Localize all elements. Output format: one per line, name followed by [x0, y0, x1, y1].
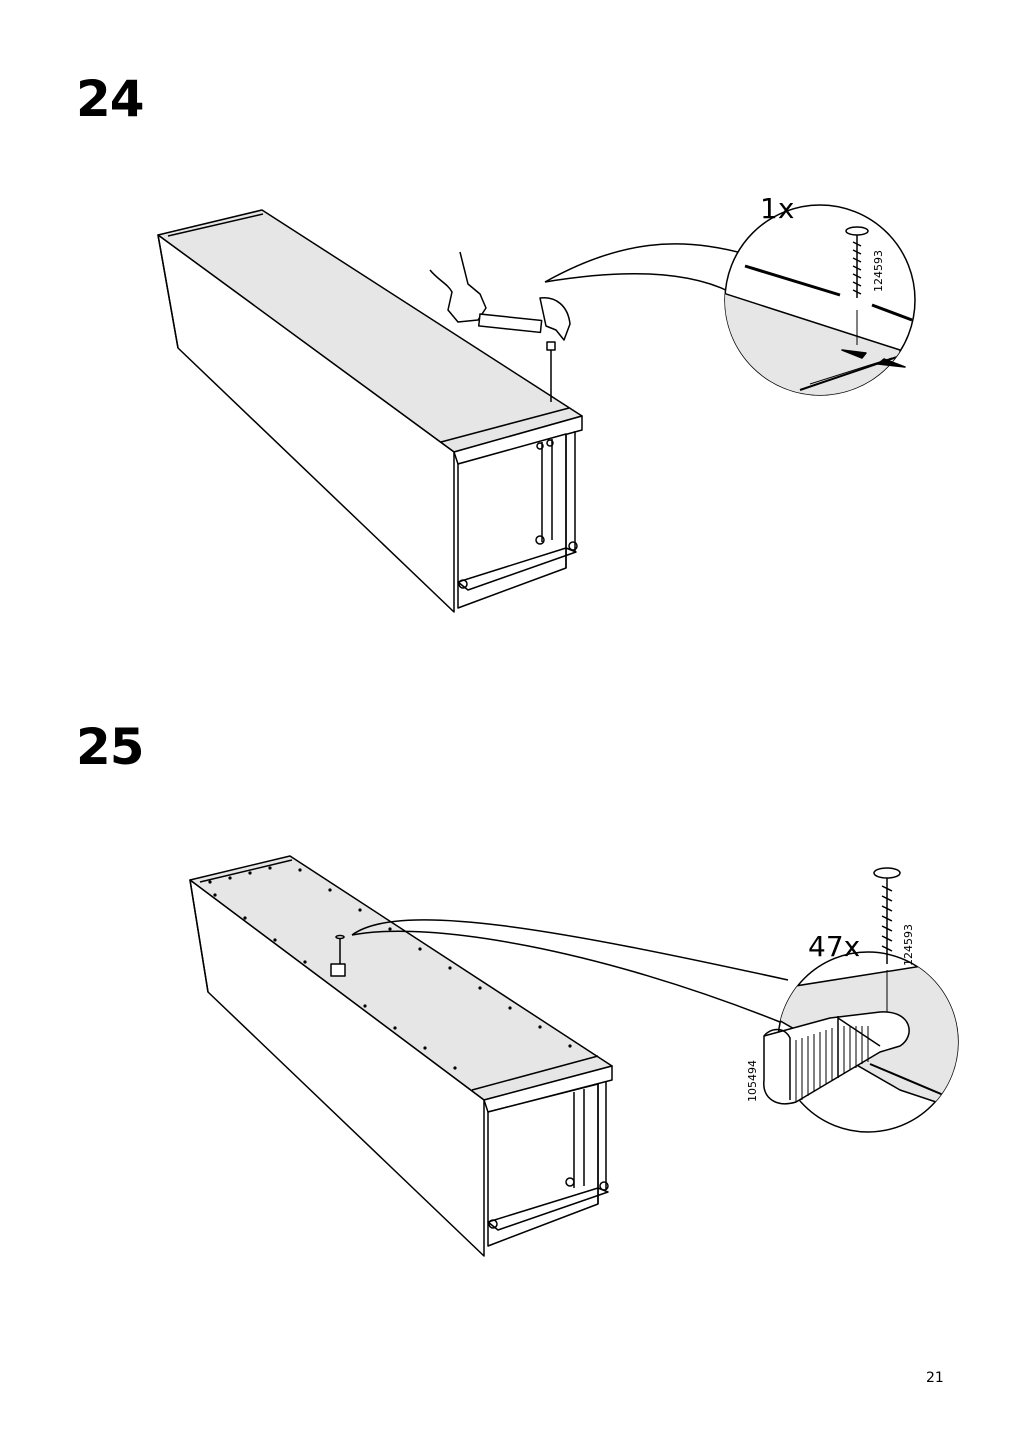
part-number-label: 105494 [746, 1060, 759, 1102]
nail-setter-tool [763, 1011, 910, 1105]
quantity-label: 1x [760, 192, 794, 225]
nail-icon [845, 226, 869, 345]
nail-icon [330, 934, 346, 977]
part-number-label: 124593 [902, 924, 915, 966]
cabinet-end-opening [457, 433, 567, 609]
hammer-icon [429, 251, 571, 402]
quantity-label: 47x [808, 930, 860, 963]
step-24-illustration: 1x 124593 [157, 192, 916, 613]
step-25-illustration: 47x 124593 105494 [189, 855, 959, 1257]
step-24-number: 24 [76, 70, 145, 128]
cabinet-end-opening [487, 1083, 599, 1247]
nail-icon [873, 867, 901, 1012]
part-number-label: 124593 [872, 250, 885, 292]
step-25-number: 25 [76, 718, 145, 776]
page-number: 21 [926, 1370, 944, 1386]
